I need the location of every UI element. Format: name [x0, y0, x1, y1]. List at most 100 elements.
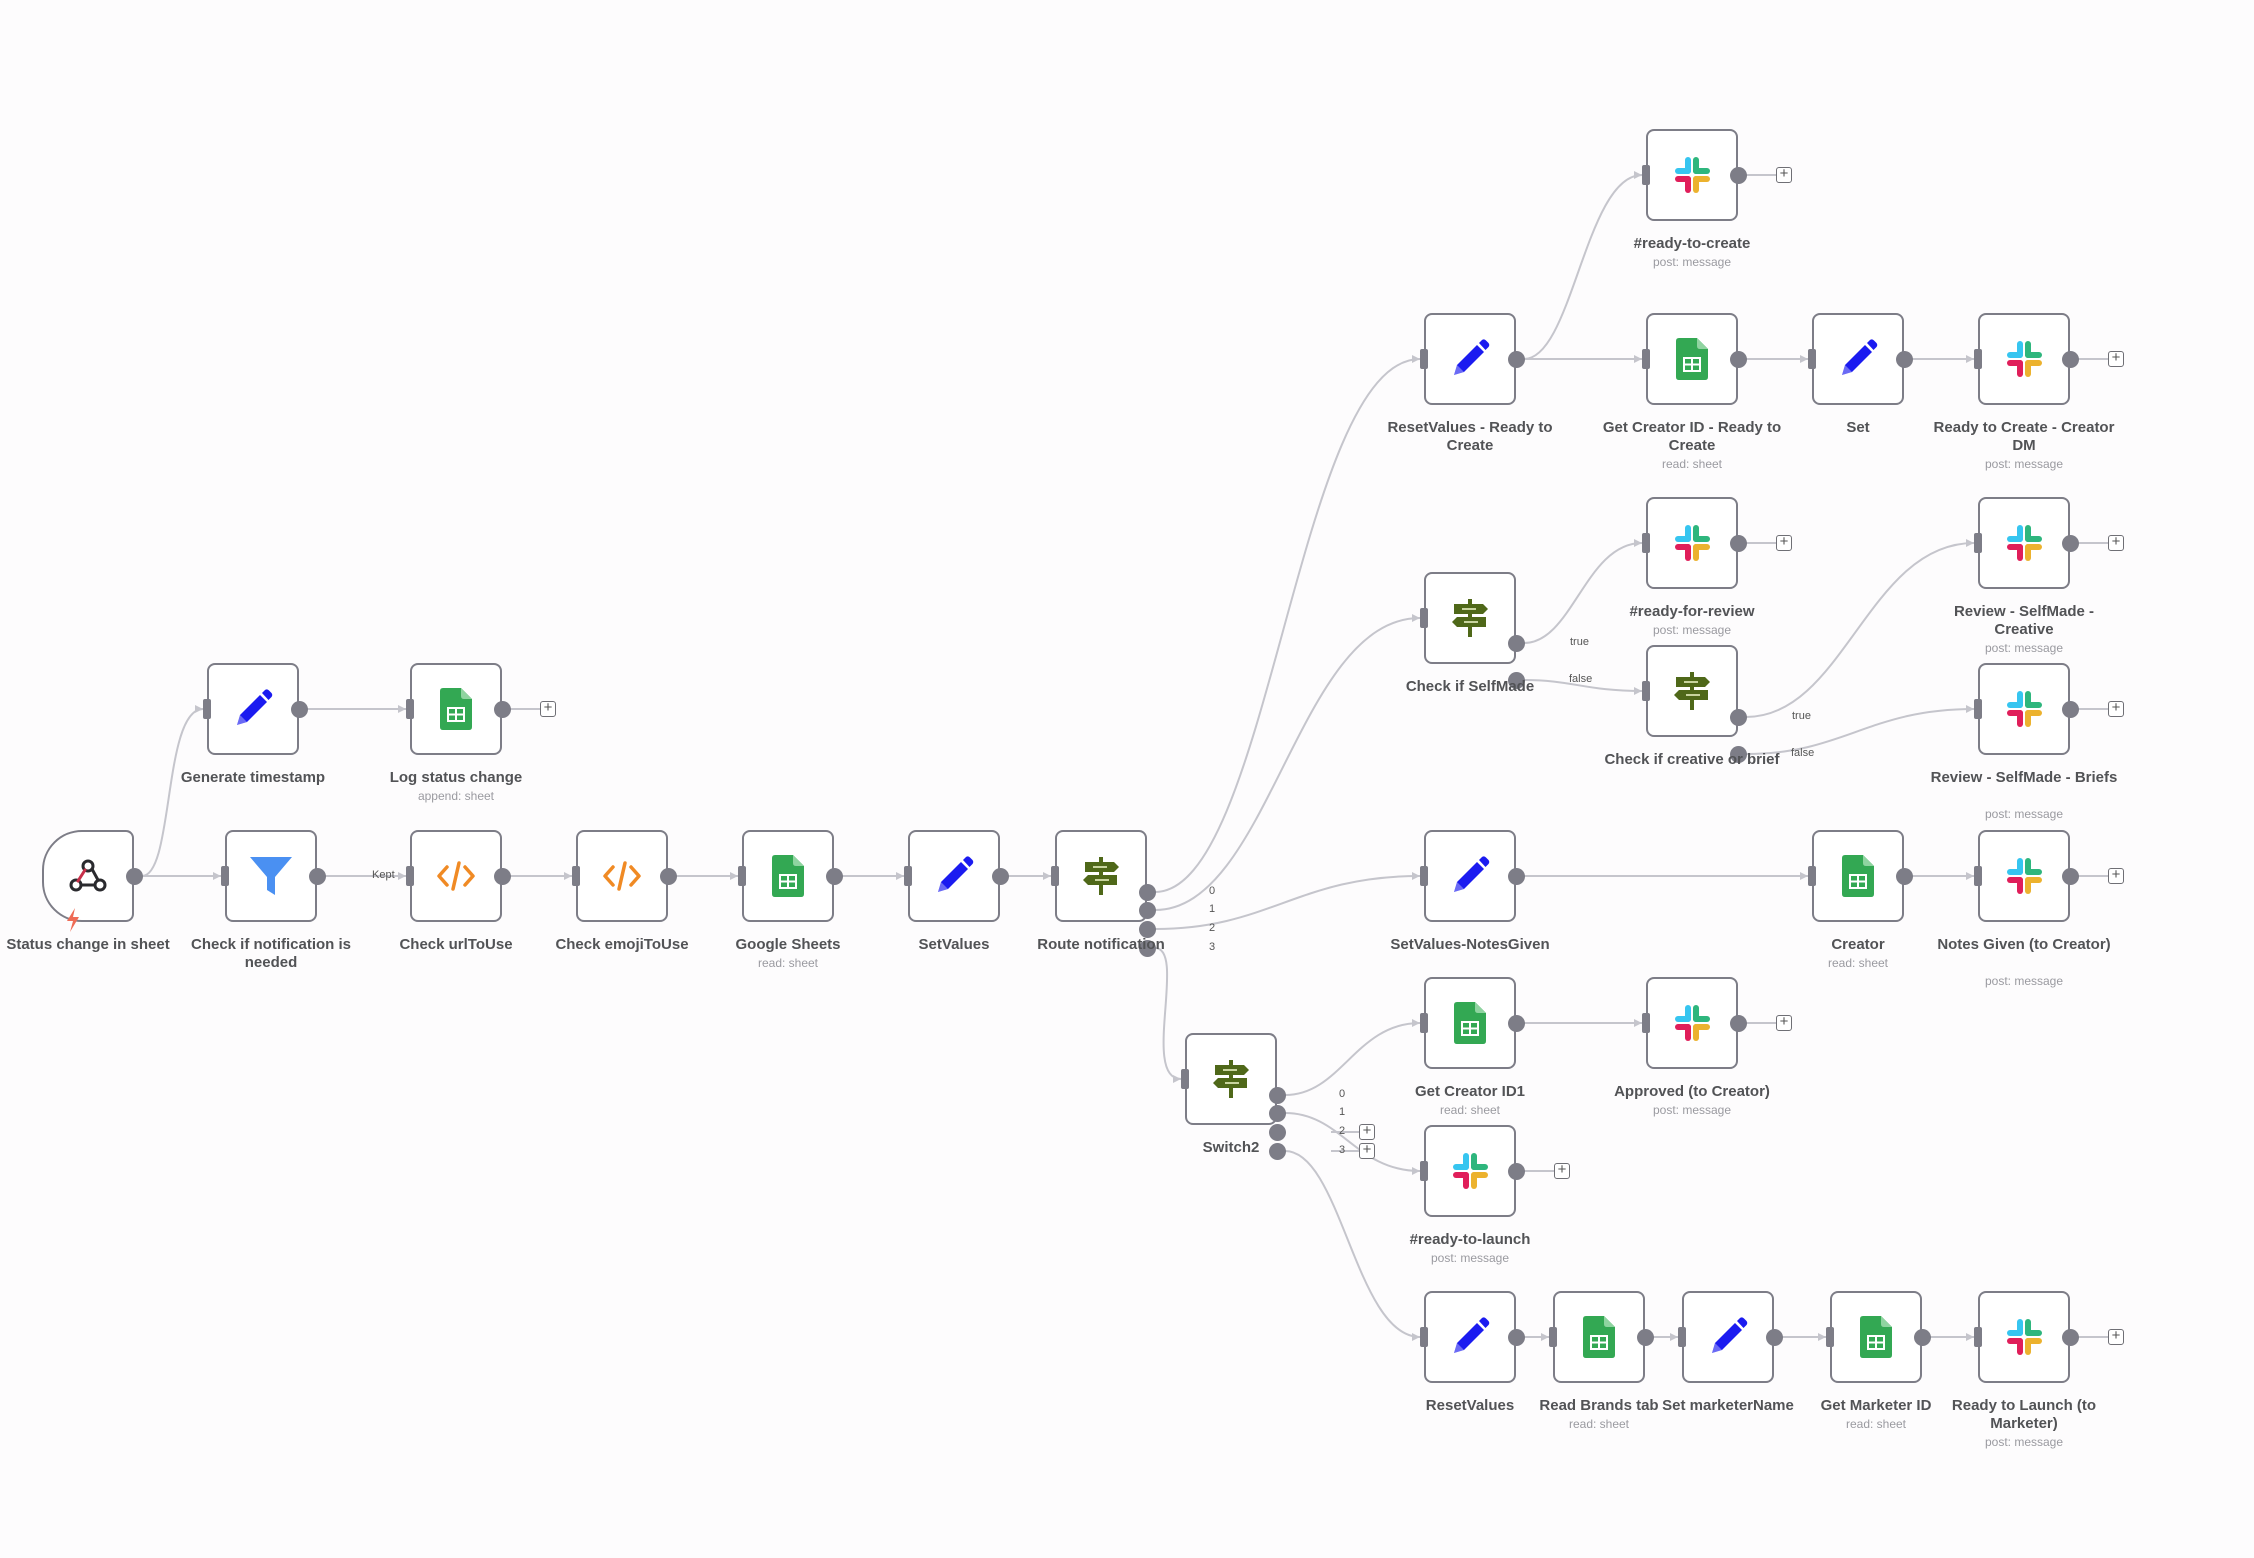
node-check-creative[interactable]: [1646, 645, 1738, 737]
add-node-button[interactable]: +: [540, 700, 556, 717]
output-handle[interactable]: [1268, 1086, 1286, 1104]
node-generate-timestamp[interactable]: [207, 663, 299, 755]
node-setvalues-notes[interactable]: [1424, 830, 1516, 922]
output-handle[interactable]: [1729, 1014, 1747, 1032]
output-handle[interactable]: [1268, 1142, 1286, 1160]
output-handle[interactable]: [1507, 1014, 1525, 1032]
node-approved[interactable]: [1646, 977, 1738, 1069]
add-node-button[interactable]: +: [1776, 166, 1792, 183]
add-node-button[interactable]: +: [1359, 1123, 1375, 1140]
node-check-selfmade[interactable]: [1424, 572, 1516, 664]
node-reset-values[interactable]: [1424, 1291, 1516, 1383]
output-handle[interactable]: [2061, 700, 2079, 718]
add-node-button[interactable]: +: [1776, 1014, 1792, 1031]
add-node-button[interactable]: +: [1359, 1142, 1375, 1159]
output-handle[interactable]: [1507, 867, 1525, 885]
output-handle[interactable]: [1895, 350, 1913, 368]
node-setvalues[interactable]: [908, 830, 1000, 922]
node-get-creator-id1[interactable]: [1424, 977, 1516, 1069]
node-get-creator-ready[interactable]: [1646, 313, 1738, 405]
add-node-button[interactable]: +: [2108, 350, 2124, 367]
node-check-emoji[interactable]: [576, 830, 668, 922]
input-handle[interactable]: [1826, 1327, 1834, 1347]
input-handle[interactable]: [1974, 866, 1982, 886]
node-review-briefs[interactable]: [1978, 663, 2070, 755]
node-check-notification[interactable]: [225, 830, 317, 922]
input-handle[interactable]: [406, 699, 414, 719]
output-handle[interactable]: [125, 867, 143, 885]
input-handle[interactable]: [1808, 349, 1816, 369]
output-handle[interactable]: [493, 867, 511, 885]
input-handle[interactable]: [1051, 866, 1059, 886]
output-handle[interactable]: [1138, 901, 1156, 919]
input-handle[interactable]: [1974, 349, 1982, 369]
output-handle[interactable]: [1729, 534, 1747, 552]
input-handle[interactable]: [1420, 349, 1428, 369]
output-handle[interactable]: [308, 867, 326, 885]
node-creator[interactable]: [1812, 830, 1904, 922]
output-handle[interactable]: [1138, 920, 1156, 938]
input-handle[interactable]: [1420, 1161, 1428, 1181]
input-handle[interactable]: [1642, 533, 1650, 553]
node-read-brands[interactable]: [1553, 1291, 1645, 1383]
output-handle[interactable]: [1636, 1328, 1654, 1346]
input-handle[interactable]: [1420, 866, 1428, 886]
output-handle[interactable]: [1507, 671, 1525, 689]
input-handle[interactable]: [1420, 1013, 1428, 1033]
input-handle[interactable]: [1642, 349, 1650, 369]
input-handle[interactable]: [1549, 1327, 1557, 1347]
add-node-button[interactable]: +: [2108, 1328, 2124, 1345]
node-status-change[interactable]: [42, 830, 134, 922]
output-handle[interactable]: [1895, 867, 1913, 885]
node-switch2[interactable]: [1185, 1033, 1277, 1125]
input-handle[interactable]: [1642, 165, 1650, 185]
output-handle[interactable]: [1138, 883, 1156, 901]
output-handle[interactable]: [1507, 350, 1525, 368]
output-handle[interactable]: [290, 700, 308, 718]
input-handle[interactable]: [1420, 608, 1428, 628]
output-handle[interactable]: [2061, 534, 2079, 552]
output-handle[interactable]: [1729, 350, 1747, 368]
output-handle[interactable]: [1729, 708, 1747, 726]
output-handle[interactable]: [2061, 1328, 2079, 1346]
add-node-button[interactable]: +: [2108, 534, 2124, 551]
node-ready-creator-dm[interactable]: [1978, 313, 2070, 405]
input-handle[interactable]: [1642, 1013, 1650, 1033]
output-handle[interactable]: [1507, 1162, 1525, 1180]
input-handle[interactable]: [1808, 866, 1816, 886]
output-handle[interactable]: [1268, 1123, 1286, 1141]
add-node-button[interactable]: +: [1554, 1162, 1570, 1179]
output-handle[interactable]: [825, 867, 843, 885]
input-handle[interactable]: [1678, 1327, 1686, 1347]
output-handle[interactable]: [1765, 1328, 1783, 1346]
output-handle[interactable]: [1138, 939, 1156, 957]
node-set[interactable]: [1812, 313, 1904, 405]
output-handle[interactable]: [1913, 1328, 1931, 1346]
node-google-sheets[interactable]: [742, 830, 834, 922]
node-get-marketer[interactable]: [1830, 1291, 1922, 1383]
node-set-marketer[interactable]: [1682, 1291, 1774, 1383]
add-node-button[interactable]: +: [2108, 867, 2124, 884]
node-ready-to-create[interactable]: [1646, 129, 1738, 221]
input-handle[interactable]: [1974, 1327, 1982, 1347]
input-handle[interactable]: [221, 866, 229, 886]
node-ready-to-launch[interactable]: [1424, 1125, 1516, 1217]
output-handle[interactable]: [1507, 634, 1525, 652]
node-check-url[interactable]: [410, 830, 502, 922]
input-handle[interactable]: [406, 866, 414, 886]
output-handle[interactable]: [991, 867, 1009, 885]
output-handle[interactable]: [659, 867, 677, 885]
input-handle[interactable]: [1974, 699, 1982, 719]
node-route-notification[interactable]: [1055, 830, 1147, 922]
add-node-button[interactable]: +: [2108, 700, 2124, 717]
output-handle[interactable]: [1729, 166, 1747, 184]
input-handle[interactable]: [738, 866, 746, 886]
node-ready-for-review[interactable]: [1646, 497, 1738, 589]
input-handle[interactable]: [1974, 533, 1982, 553]
input-handle[interactable]: [904, 866, 912, 886]
input-handle[interactable]: [1642, 681, 1650, 701]
output-handle[interactable]: [2061, 867, 2079, 885]
add-node-button[interactable]: +: [1776, 534, 1792, 551]
node-log-status[interactable]: [410, 663, 502, 755]
